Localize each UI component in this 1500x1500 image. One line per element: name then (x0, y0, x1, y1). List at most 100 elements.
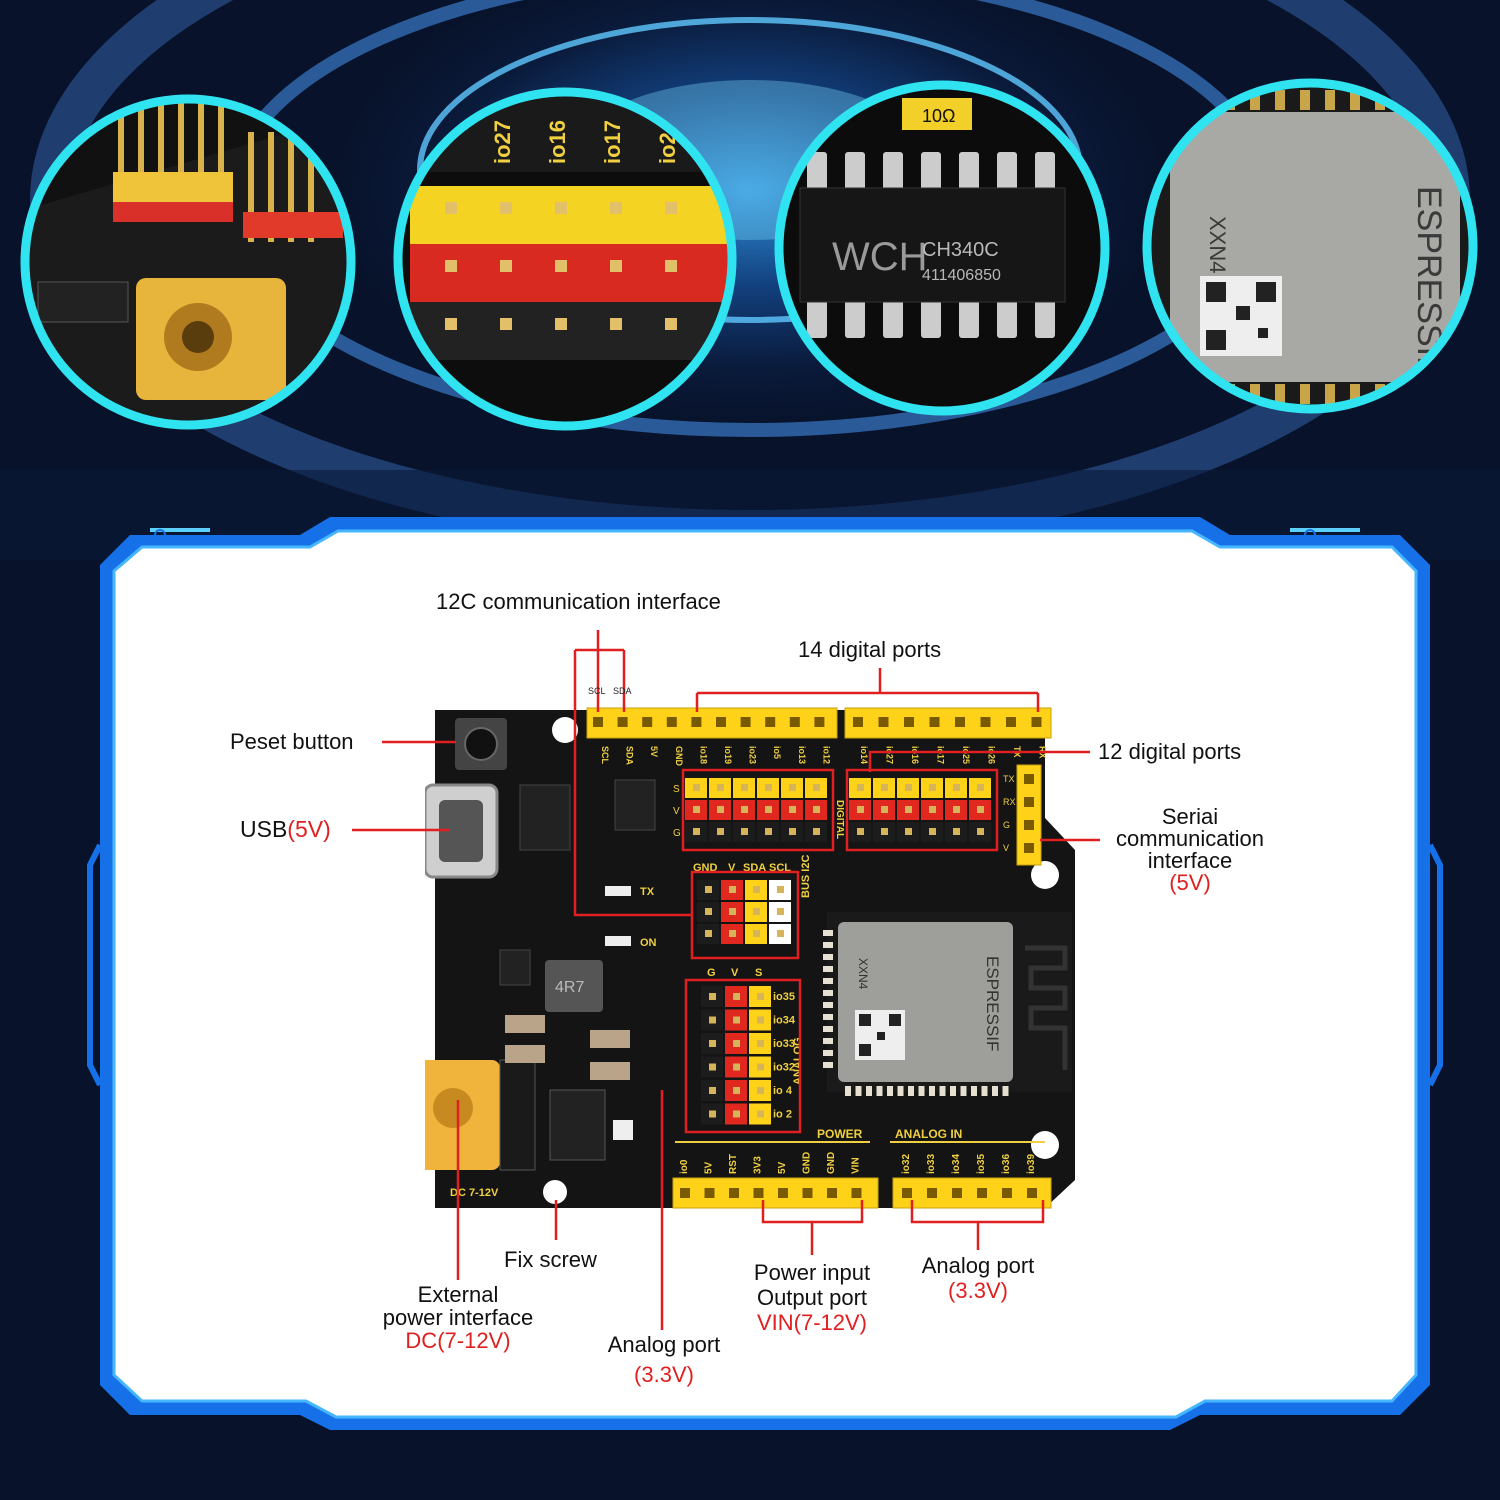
top-pin-label: GND (674, 746, 684, 767)
serial-pin (1024, 843, 1034, 853)
pin-tip (777, 930, 784, 937)
pin-tip (753, 930, 760, 937)
pin-tip (977, 784, 984, 791)
callout-analog-right: Analog port (3.3V) (898, 1253, 1058, 1303)
callout-ext-line1: External (417, 1282, 499, 1307)
module-pad (908, 1086, 914, 1096)
power-pin (851, 1188, 862, 1198)
pin-tip (729, 908, 736, 915)
pin-tip (709, 1063, 716, 1071)
header-pin (1006, 717, 1016, 727)
power-pin-label: VIN (851, 1157, 862, 1174)
serial-pin (1024, 797, 1034, 807)
callout-serial-line3: interface (1147, 848, 1233, 873)
power-pin-label: 5V (777, 1161, 788, 1174)
pin-tip (905, 784, 912, 791)
module-pad (855, 1086, 862, 1096)
on-led-label: ON (640, 937, 657, 949)
top-pin-label: io26 (987, 746, 997, 764)
power-pin (778, 1188, 788, 1198)
pin-tip (777, 908, 784, 915)
module-pad (845, 1086, 851, 1096)
pin-tip (757, 1040, 764, 1047)
module-pad (950, 1086, 956, 1096)
analog-in-title: ANALOG IN (895, 1127, 962, 1141)
header-pin (955, 717, 965, 727)
module-pad (823, 1038, 833, 1044)
top-pin-label: 5V (649, 746, 659, 757)
analog-in-pin-label: io33 (926, 1154, 937, 1174)
header-pin (789, 717, 800, 727)
module-pad (823, 930, 833, 936)
tx-led-label: TX (640, 886, 655, 898)
esp32-code: XXN4 (856, 958, 870, 990)
pin-tip (733, 1040, 740, 1047)
zoom-label-io27: io27 (490, 120, 515, 164)
power-pin-label: GND (802, 1152, 813, 1174)
zoom-resistor-label: 10Ω (922, 106, 955, 126)
pin-tip (729, 930, 736, 937)
callout-usb: USB(5V) (240, 818, 331, 841)
module-pad (823, 1014, 833, 1020)
module-pad (823, 1002, 833, 1008)
module-pad (918, 1086, 925, 1096)
module-pad (866, 1086, 872, 1096)
callout-external-power: External power interface DC(7-12V) (368, 1283, 548, 1352)
callout-digital14: 14 digital ports (798, 637, 942, 662)
module-pad (992, 1086, 998, 1096)
callout-sda: SDA (613, 686, 632, 696)
header-pin (1031, 717, 1042, 727)
zoom-chip-code: 411406850 (922, 267, 1001, 284)
pin-tip (813, 806, 820, 813)
power-pin (704, 1188, 715, 1198)
callout-fix-screw: Fix screw (504, 1247, 597, 1272)
pin-tip (729, 886, 736, 893)
header-pin (814, 717, 825, 727)
pin-tip (757, 1016, 764, 1024)
serial-pin-label: RX (1003, 797, 1016, 807)
pin-tip (709, 1016, 716, 1024)
analog-port-label: io 4 (773, 1085, 793, 1097)
pin-tip (741, 784, 748, 791)
module-pad (981, 1086, 988, 1096)
header-pin (666, 717, 677, 727)
pin-tip (857, 806, 864, 813)
pin-tip (905, 806, 912, 813)
power-pin-label: 5V (704, 1161, 715, 1174)
analog-in-pin (927, 1188, 937, 1198)
analog-in-pin-label: io39 (1026, 1154, 1037, 1174)
pin-tip (953, 806, 960, 813)
pin-tip (709, 1040, 716, 1047)
header-pin (878, 717, 889, 727)
analog-port-label: io32 (773, 1062, 795, 1074)
top-pin-label: io12 (821, 746, 831, 764)
power-title: POWER (817, 1127, 863, 1141)
pin-tip (717, 784, 724, 791)
pin-tip (733, 1087, 740, 1094)
module-pad (929, 1086, 935, 1096)
pin-tip (789, 828, 796, 835)
module-pad (876, 1086, 883, 1096)
top-pin-label: io16 (910, 746, 920, 764)
callout-analog-left: Analog port (3.3V) (584, 1330, 744, 1390)
module-pad (823, 942, 833, 948)
callout-power-line1: Power input (753, 1260, 871, 1285)
analog-s-label: S (755, 967, 762, 979)
bus-v-label: V (728, 862, 736, 874)
serial-pin-label: V (1003, 843, 1009, 853)
pin-tip (709, 993, 716, 1000)
header-pin (765, 717, 776, 727)
analog-in-header[interactable] (892, 1177, 1052, 1209)
analog-port-label: io33 (773, 1038, 795, 1050)
header-pin (642, 717, 653, 727)
zoom-module-code: XXN4 (1205, 216, 1230, 273)
pin-tip (929, 784, 936, 791)
pin-tip (857, 784, 864, 791)
power-pin (729, 1188, 739, 1198)
top-pin-label: io25 (961, 746, 971, 764)
zoom-circle-ch340c-chip: 10Ω WCH CH340C 411406850 (774, 80, 1110, 416)
module-pad (823, 990, 833, 996)
callout-power-line2: Output port (756, 1285, 868, 1310)
